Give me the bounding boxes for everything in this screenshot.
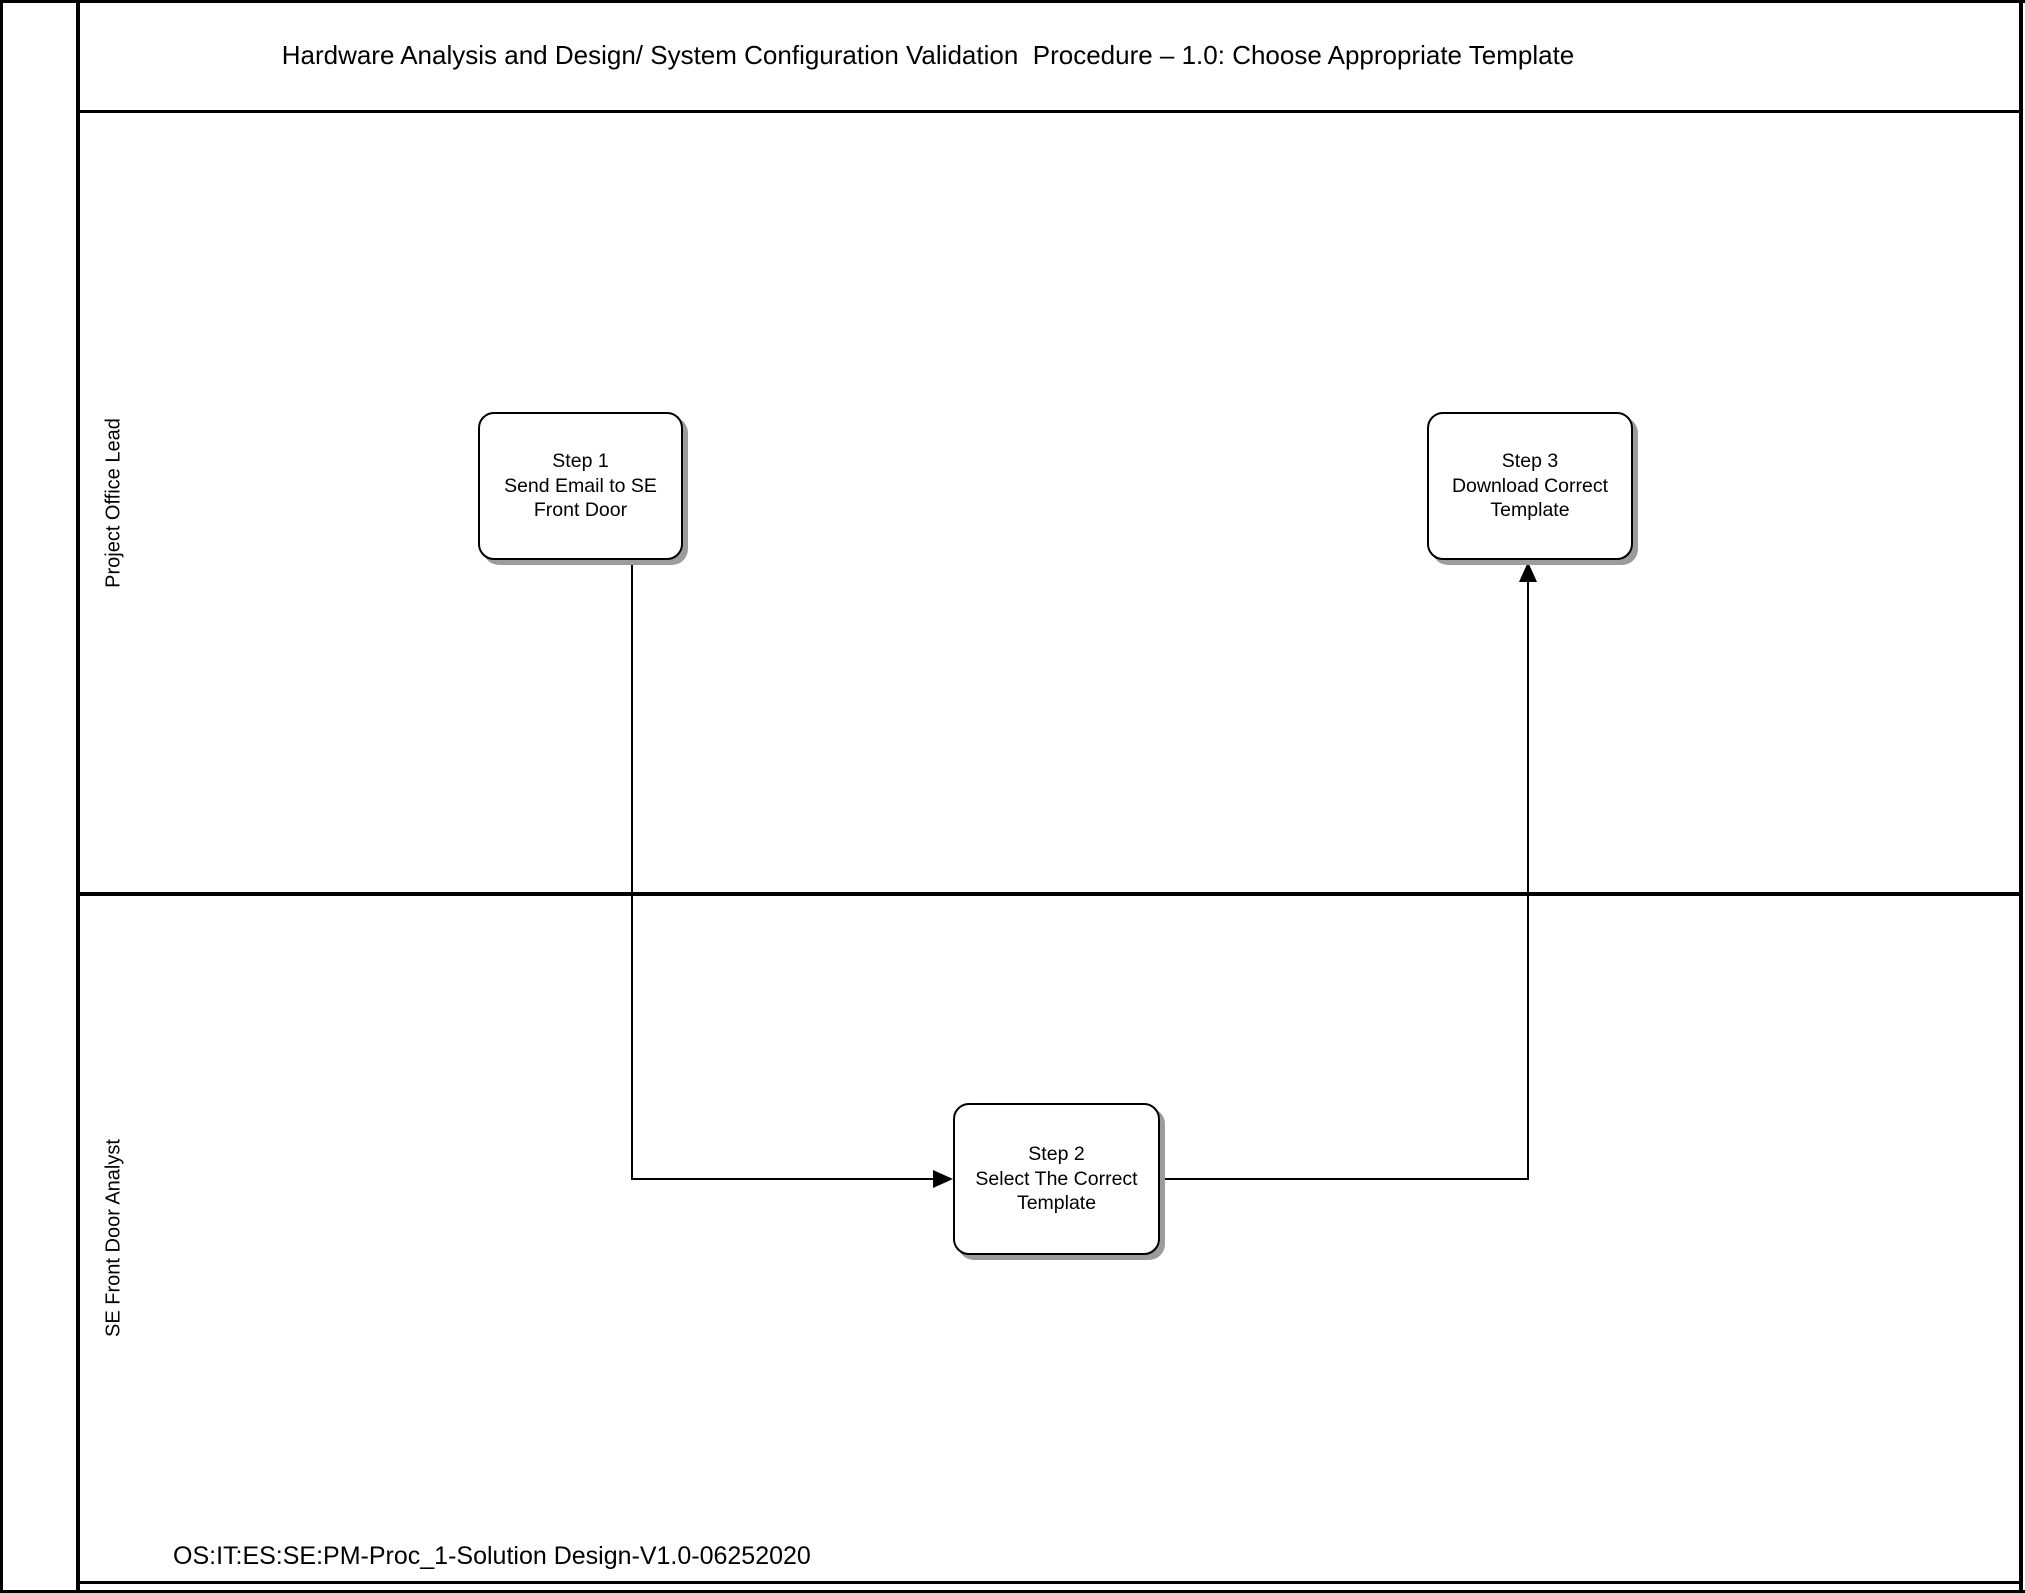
lane-divider [76,892,2023,896]
page-title: Hardware Analysis and Design/ System Con… [281,39,1575,70]
connector-step2-to-step3 [1162,580,1529,1180]
step-1-label: Step 1 Send Email to SE Front Door [504,450,657,522]
page-border-bottom [0,1590,2025,1593]
step-3-box: Step 3 Download Correct Template [1427,412,1633,560]
step-2-box: Step 2 Select The Correct Template [953,1103,1160,1255]
diagram-border-bottom [76,1581,2023,1584]
arrowhead-into-step3 [1519,562,1537,582]
connector-step1-to-step2 [631,560,934,1180]
page-border-left [0,0,3,1593]
step-2-label: Step 2 Select The Correct Template [975,1143,1138,1215]
document-id-footer: OS:IT:ES:SE:PM-Proc_1-Solution Design-V1… [173,1542,811,1570]
title-band-divider [76,110,2023,113]
page-border-right [2019,0,2023,1593]
arrowhead-into-step2 [933,1170,953,1188]
step-1-box: Step 1 Send Email to SE Front Door [478,412,683,560]
step-3-label: Step 3 Download Correct Template [1451,450,1609,522]
left-rail-divider [76,0,80,1593]
page-border-top [0,0,2025,3]
